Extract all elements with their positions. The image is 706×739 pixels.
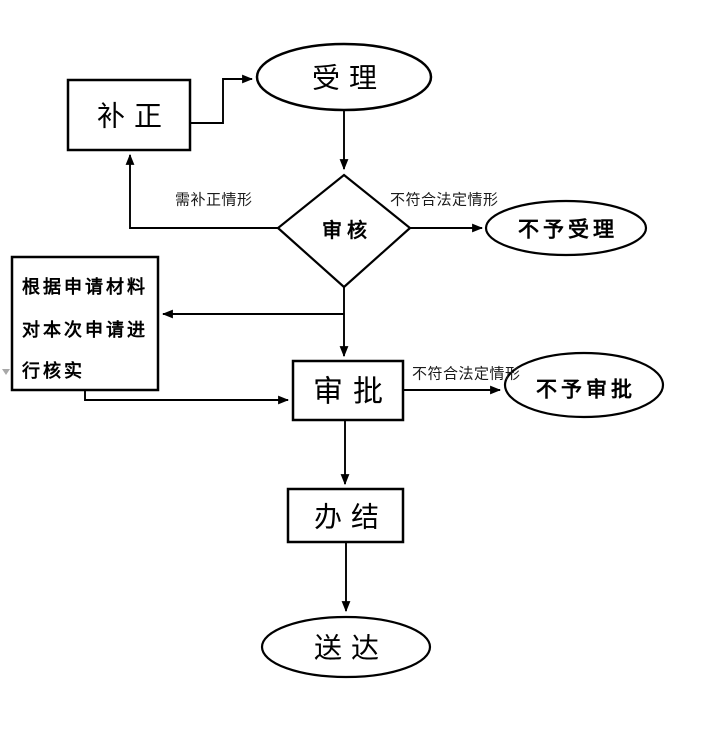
dropdown-marker-icon (2, 369, 10, 375)
node-shenhe-label: 审核 (322, 218, 372, 242)
connectors (84, 74, 502, 613)
node-buyu-shouli-ellipse (484, 199, 648, 257)
node-labels: 补正 受理 审核 不予受理 根据申请材料 对本次申请进 行核实 审批 不予审批 … (21, 63, 636, 664)
edge-label-not-legal-1: 不符合法定情形 (390, 192, 499, 209)
edge-buzheng-to-shouli (190, 74, 254, 124)
node-songda-ellipse (260, 615, 432, 679)
node-shouli-label: 受理 (312, 63, 386, 94)
edge-verify-to-shenpi (84, 390, 290, 405)
node-banjie-box (286, 487, 405, 544)
edge-shenhe-to-buzheng (125, 153, 278, 229)
edge-label-need-correction: 需补正情形 (175, 192, 253, 209)
node-songda-label: 送达 (314, 633, 388, 664)
node-verify-line2: 对本次申请进 (22, 319, 148, 340)
edge-labels: 需补正情形 不符合法定情形 不符合法定情形 (175, 192, 521, 383)
shapes (2, 42, 665, 679)
edge-label-not-legal-2: 不符合法定情形 (412, 366, 521, 383)
node-buzheng-label: 补正 (97, 101, 171, 132)
node-buyu-shenpi-ellipse (503, 351, 665, 419)
node-shenhe-diamond (276, 173, 412, 289)
node-shenpi-label: 审批 (313, 376, 393, 409)
node-verify-box (10, 255, 160, 392)
node-buyu-shenpi-label: 不予审批 (536, 378, 636, 402)
node-verify-line3: 行核实 (21, 360, 85, 381)
node-shouli-ellipse (255, 42, 433, 112)
node-buyu-shouli-label: 不予受理 (518, 218, 618, 242)
node-buzheng-box (66, 78, 192, 152)
node-shenpi-box (291, 359, 405, 422)
node-verify-line1: 根据申请材料 (22, 276, 148, 297)
node-banjie-label: 办结 (314, 502, 388, 533)
